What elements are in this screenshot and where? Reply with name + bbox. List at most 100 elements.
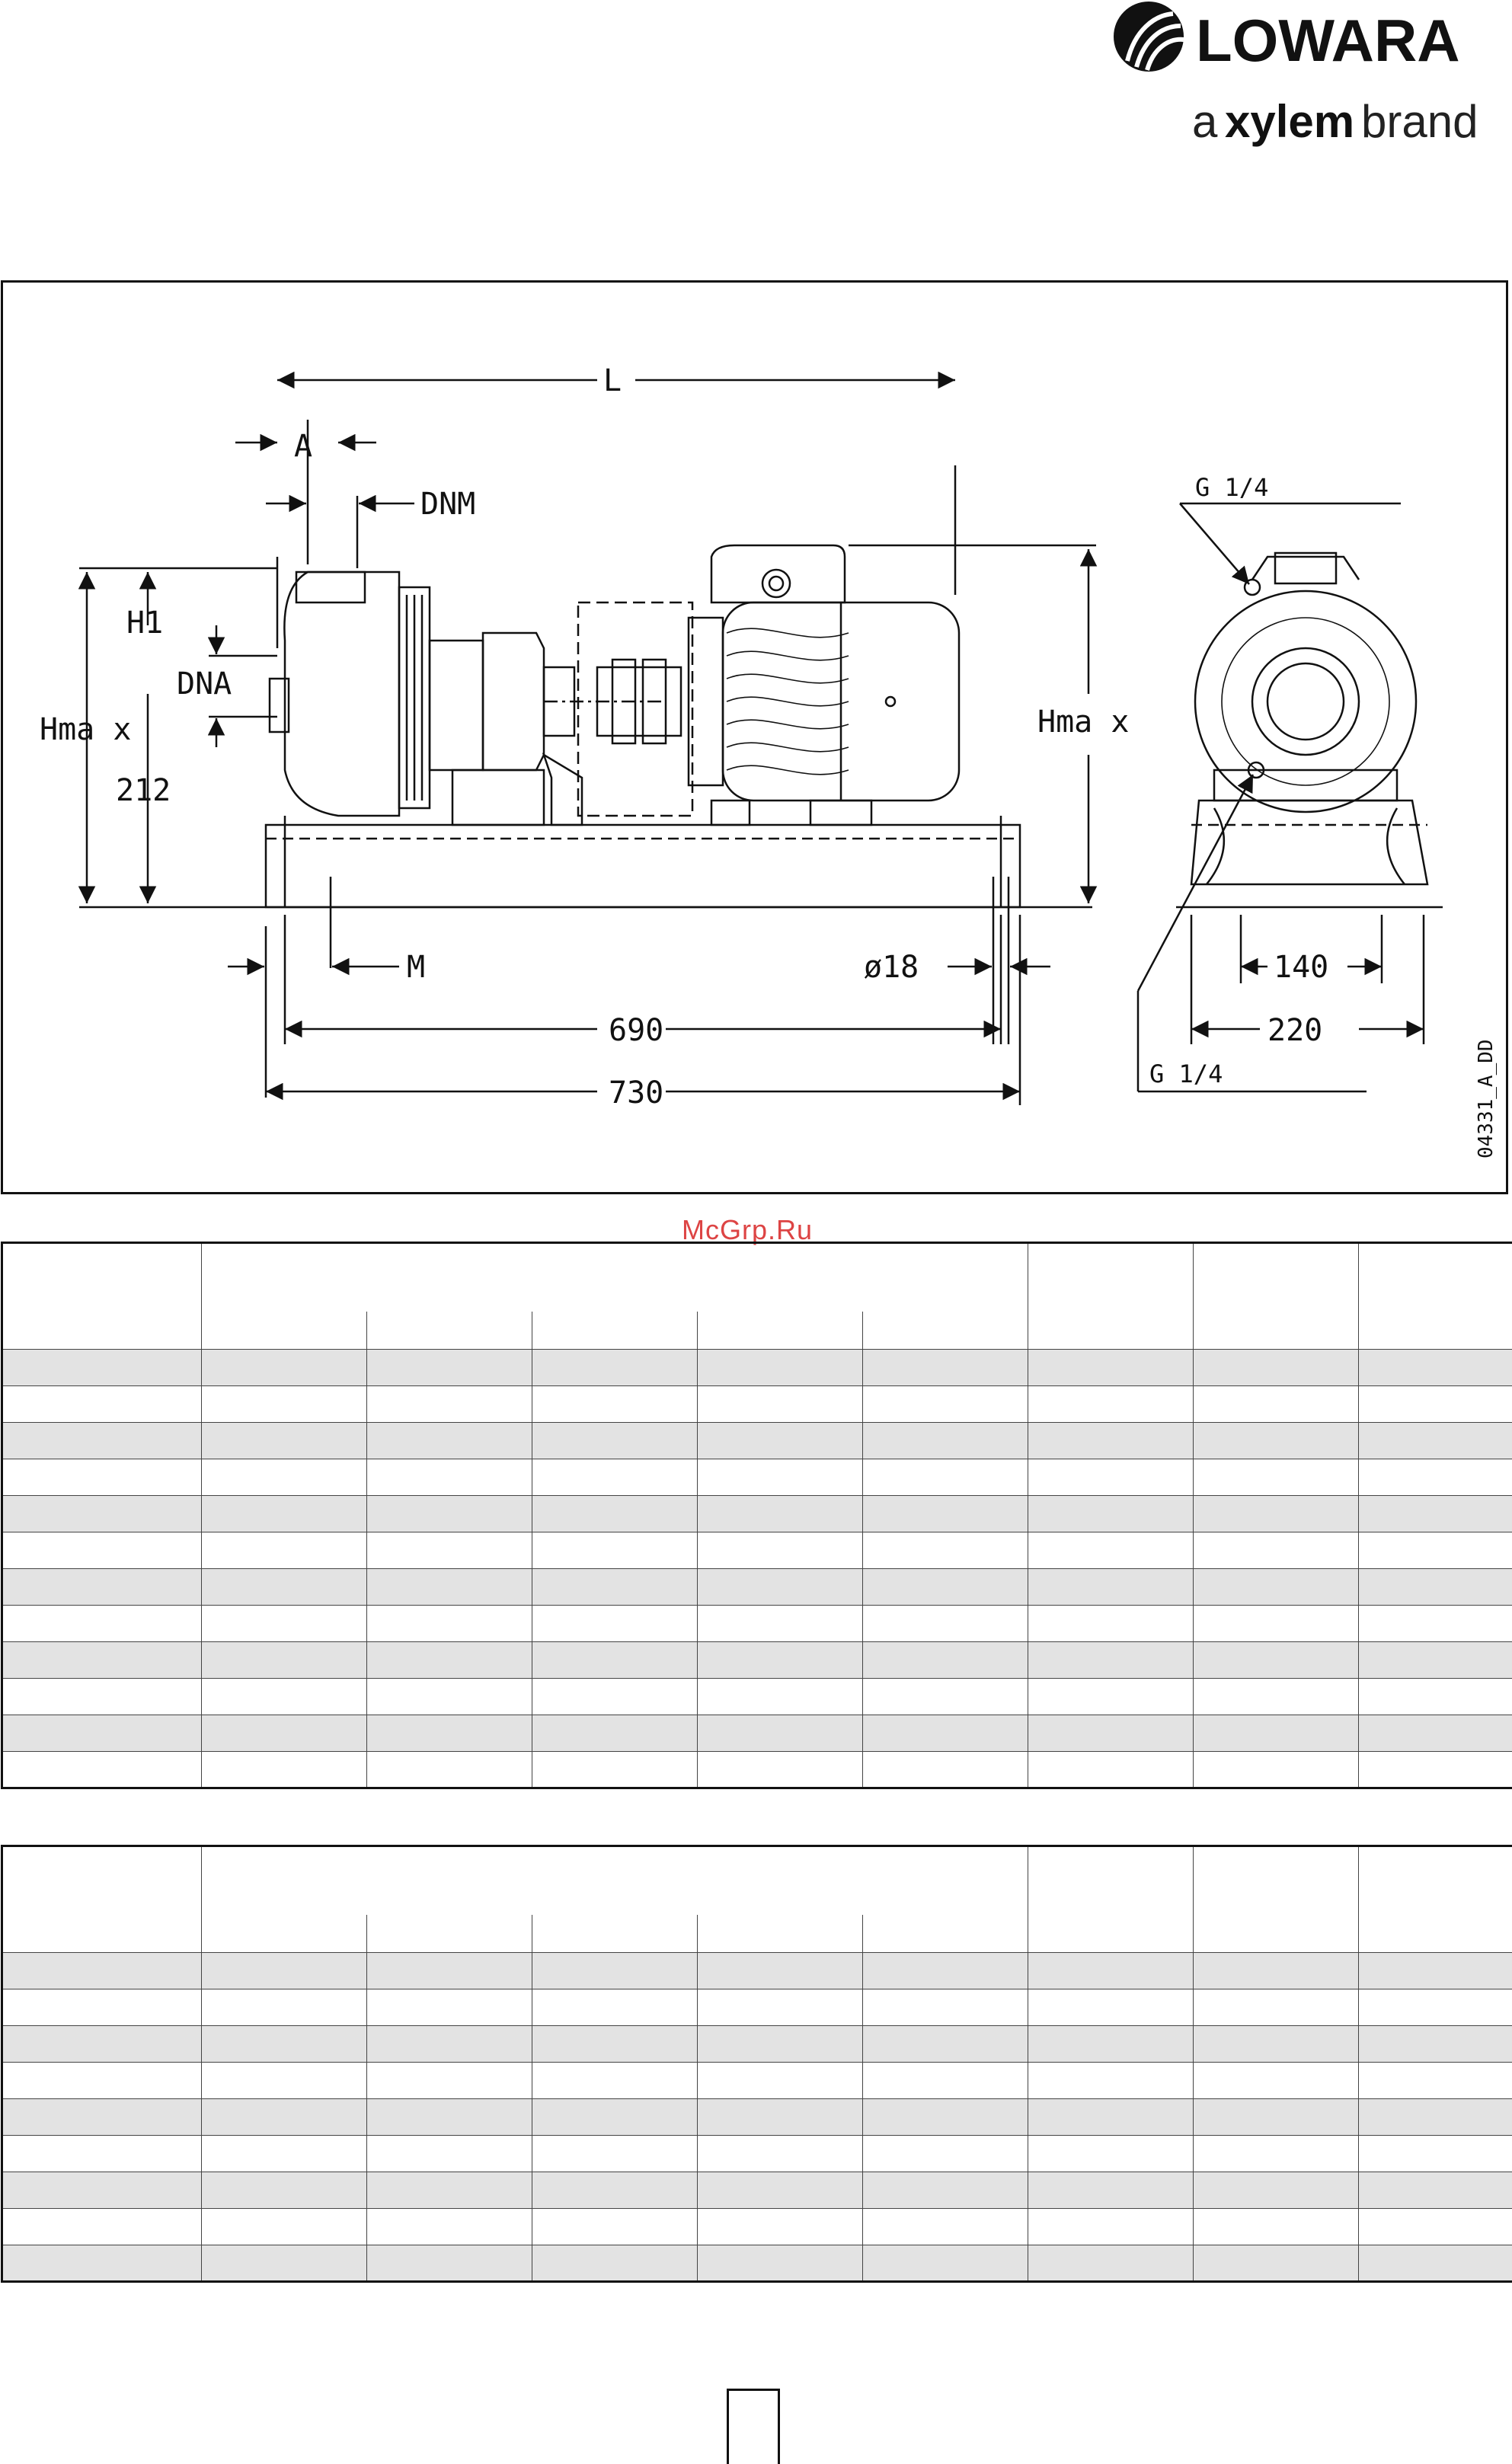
table-cell <box>1358 1715 1512 1752</box>
table-cell <box>697 1989 863 2026</box>
brand-tagline-xylem: xylem <box>1225 96 1354 147</box>
dim-A: A <box>294 429 312 464</box>
table-cell <box>1358 2172 1512 2209</box>
table-cell <box>1193 2245 1360 2282</box>
table-cell <box>861 2098 1029 2136</box>
table-cell <box>1358 1495 1512 1532</box>
table-header-row <box>2 1846 1512 1953</box>
drawing-code: 04331_A_DD <box>1475 1039 1498 1158</box>
table-cell <box>2 1678 202 1715</box>
table-cell <box>1358 2135 1512 2172</box>
table-cell <box>201 2245 367 2282</box>
table-cell <box>1028 1952 1194 1989</box>
table-cell <box>1358 2025 1512 2063</box>
table-cell <box>861 2208 1029 2245</box>
table-cell <box>532 1678 698 1715</box>
table-cell <box>1358 2245 1512 2282</box>
table-cell <box>2 1989 202 2026</box>
table-cell <box>1358 1532 1512 1569</box>
table-row <box>2 1678 1512 1715</box>
table-cell <box>1358 1385 1512 1423</box>
table-cell <box>1028 1495 1194 1532</box>
table-cell <box>1358 1989 1512 2026</box>
dim-DNM: DNM <box>420 487 475 522</box>
table-row <box>2 2025 1512 2063</box>
table-cell <box>2 1349 202 1386</box>
table-row <box>2 1641 1512 1679</box>
dim-220: 220 <box>1267 1013 1322 1048</box>
table-row <box>2 2135 1512 2172</box>
table-cell <box>366 1715 532 1752</box>
table-cell <box>366 1532 532 1569</box>
table-cell <box>861 1989 1029 2026</box>
dim-hmax-right: Hma x <box>1037 705 1129 740</box>
table-cell <box>532 1568 698 1606</box>
table-cell <box>861 1952 1029 1989</box>
table-cell <box>697 1495 863 1532</box>
table-cell <box>532 2025 698 2063</box>
table-row <box>2 1751 1512 1788</box>
table-cell <box>1028 1385 1194 1423</box>
table-cell <box>861 1459 1029 1496</box>
table-cell <box>366 1751 532 1788</box>
table-cell <box>2 1495 202 1532</box>
table-cell <box>861 1605 1029 1642</box>
dim-730: 730 <box>609 1075 663 1111</box>
page-number-box <box>727 2389 780 2464</box>
table-cell <box>201 2062 367 2099</box>
dimension-drawing: L A DNM H1 DNA Hma x 212 Hma x M ø18 690… <box>1 280 1508 1194</box>
table-row <box>2 1349 1512 1386</box>
dim-140: 140 <box>1274 950 1328 985</box>
table-cell <box>532 1605 698 1642</box>
table-cell <box>861 1349 1029 1386</box>
brand-logo: LOWARA a xylem brand <box>1112 0 1512 160</box>
table-cell <box>1028 1641 1194 1679</box>
table-cell <box>2 2062 202 2099</box>
table-cell <box>532 1715 698 1752</box>
table-cell <box>532 1952 698 1989</box>
dim-phi18: ø18 <box>864 950 919 985</box>
table-cell <box>1358 1605 1512 1642</box>
table-cell <box>532 2135 698 2172</box>
lowara-swirl-icon <box>1114 2 1184 72</box>
table-cell <box>697 1605 863 1642</box>
table-cell <box>697 1532 863 1569</box>
table-cell <box>366 1678 532 1715</box>
table-cell <box>861 1532 1029 1569</box>
table-cell <box>1358 1459 1512 1496</box>
table-cell <box>201 1678 367 1715</box>
table-cell <box>2 1605 202 1642</box>
table-cell <box>532 1385 698 1423</box>
table-subheader-row <box>2 1914 1512 1953</box>
table-row <box>2 2208 1512 2245</box>
table-cell <box>1028 1678 1194 1715</box>
table-header-row <box>2 1242 1512 1350</box>
table-cell <box>201 1715 367 1752</box>
table-cell <box>697 2245 863 2282</box>
table-cell <box>201 2135 367 2172</box>
table-cell <box>1193 1605 1360 1642</box>
table-row <box>2 1605 1512 1642</box>
table-cell <box>2 1715 202 1752</box>
table-row <box>2 1715 1512 1752</box>
table-cell <box>861 2245 1029 2282</box>
dim-690: 690 <box>609 1013 663 1048</box>
table-row <box>2 1532 1512 1569</box>
table-cell <box>1028 2062 1194 2099</box>
table-cell <box>2 1751 202 1788</box>
table-cell <box>697 2135 863 2172</box>
table-cell <box>201 1459 367 1496</box>
table-cell <box>1193 2025 1360 2063</box>
table-cell <box>1193 1952 1360 1989</box>
table-cell <box>1193 1532 1360 1569</box>
table-cell <box>532 1349 698 1386</box>
table-cell <box>697 1678 863 1715</box>
table-cell <box>532 1495 698 1532</box>
table-cell <box>861 1495 1029 1532</box>
table-cell <box>201 1641 367 1679</box>
table-cell <box>697 1751 863 1788</box>
table-cell <box>861 1678 1029 1715</box>
table-cell <box>366 2208 532 2245</box>
table-cell <box>532 2172 698 2209</box>
table-cell <box>201 2208 367 2245</box>
